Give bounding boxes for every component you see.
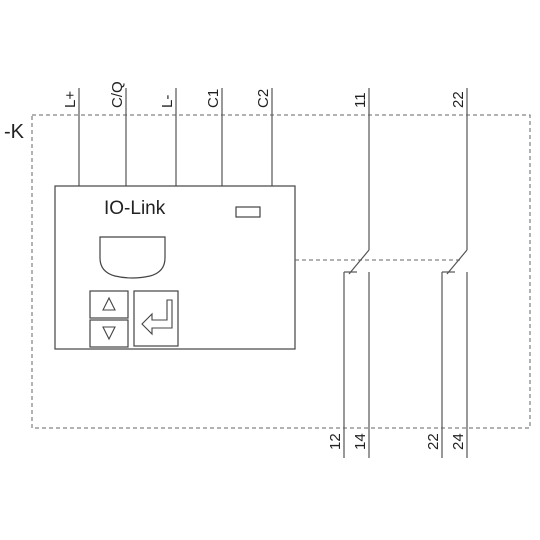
terminal-label-14: 14 bbox=[352, 433, 369, 450]
terminal-label-24: 24 bbox=[450, 433, 467, 450]
contact1-blade bbox=[348, 249, 370, 275]
resistor-symbol bbox=[235, 206, 261, 218]
terminal-label-11: 11 bbox=[352, 92, 369, 108]
enter-icon bbox=[141, 299, 173, 336]
up-arrow-icon bbox=[102, 296, 116, 311]
contact2-blade bbox=[446, 249, 468, 275]
terminal-label-12: 12 bbox=[327, 433, 344, 450]
module-title: IO-Link bbox=[104, 198, 166, 219]
terminal-label-22-bottom: 22 bbox=[425, 433, 442, 450]
terminal-label-22-top: 22 bbox=[450, 91, 467, 108]
key-enter-button bbox=[133, 290, 179, 347]
terminal-label-cq: C/Q bbox=[109, 81, 126, 108]
terminal-label-l-plus: L+ bbox=[62, 91, 79, 108]
down-arrow-icon bbox=[102, 326, 116, 341]
terminal-label-c1: C1 bbox=[205, 89, 222, 108]
display-window bbox=[99, 236, 166, 279]
device-enclosure bbox=[31, 114, 531, 429]
terminal-label-l-minus: L- bbox=[159, 95, 176, 108]
terminal-label-c2: C2 bbox=[255, 89, 272, 108]
key-down-button bbox=[89, 319, 129, 348]
key-up-button bbox=[89, 290, 129, 319]
device-tag: -K bbox=[4, 121, 25, 143]
